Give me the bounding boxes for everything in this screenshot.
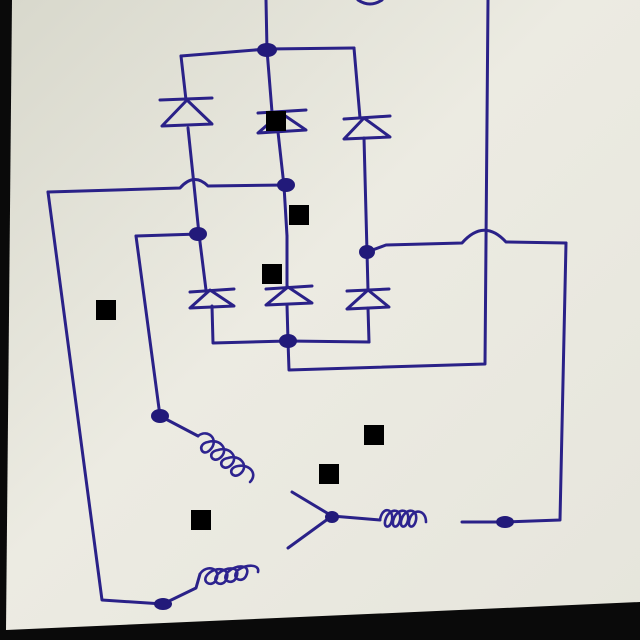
- diode-lower-left: [188, 287, 236, 310]
- redaction-marker: [262, 264, 282, 284]
- redaction-marker: [289, 205, 309, 225]
- diode-upper-right: [342, 114, 392, 141]
- redaction-marker: [266, 111, 286, 131]
- diode-lower-middle: [264, 284, 314, 307]
- winding-b: [161, 514, 334, 606]
- paper-sheet: [6, 0, 640, 630]
- redaction-marker: [364, 425, 384, 445]
- redaction-marker: [96, 300, 116, 320]
- redaction-marker: [319, 464, 339, 484]
- diode-upper-left: [158, 96, 214, 128]
- redaction-markers: [96, 111, 384, 530]
- diode-lower-right: [345, 287, 391, 311]
- junction-nodes: [151, 0, 514, 610]
- redaction-marker: [191, 510, 211, 530]
